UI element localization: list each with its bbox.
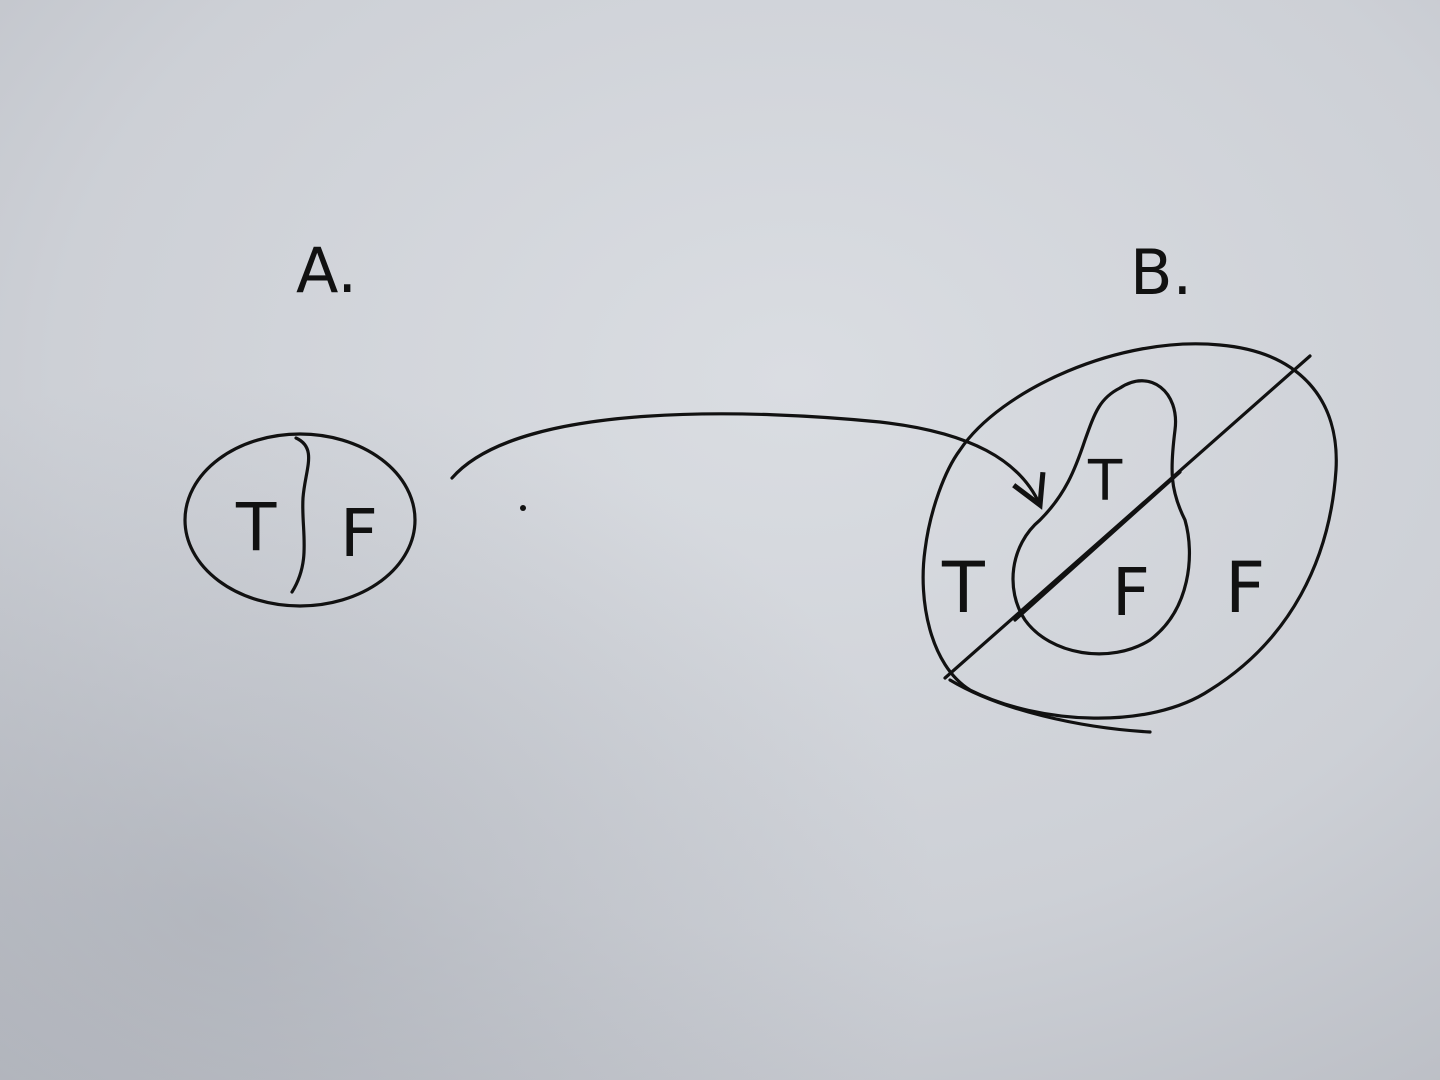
- set-a-false-label: F: [340, 495, 378, 572]
- stray-dot: [520, 505, 526, 511]
- set-a-divider: [290, 436, 311, 594]
- set-b-inner-false-label: F: [1112, 554, 1150, 631]
- set-a-circle: [183, 432, 417, 608]
- set-b-outer-boundary: [921, 342, 1338, 720]
- set-b: T F T F: [921, 342, 1338, 734]
- set-a: T F: [183, 432, 417, 608]
- set-b-outer-false-label: F: [1225, 547, 1265, 629]
- set-b-outer-true-label: T: [941, 547, 985, 629]
- set-b-outer-boundary-overstroke: [948, 678, 1152, 734]
- set-b-inner-region: [1011, 379, 1191, 656]
- label-a: A.: [296, 234, 357, 307]
- set-a-true-label: T: [235, 489, 277, 566]
- mapping-arrow: [450, 412, 1046, 510]
- set-b-diagonal-overstroke: [1013, 470, 1182, 622]
- set-b-inner-true-label: T: [1087, 449, 1123, 514]
- label-b: B.: [1130, 236, 1192, 309]
